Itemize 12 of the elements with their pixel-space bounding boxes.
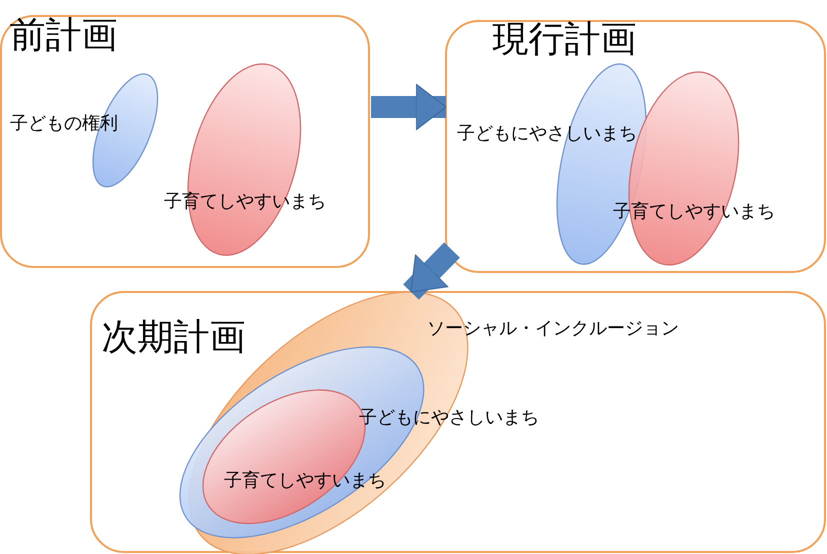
ellipse-label: 子どもにやさしいまち [457, 122, 637, 145]
block-arrow [403, 242, 460, 300]
plan-panel [90, 291, 826, 553]
plan-panel [0, 15, 370, 268]
ellipse-label: ソーシャル・インクルージョン [426, 318, 679, 340]
block-arrow [371, 84, 446, 130]
panel-heading: 次期計画 [102, 318, 246, 358]
panel-heading: 前計画 [10, 16, 118, 56]
plan-panel [445, 20, 826, 273]
ellipse-label: 子どもの権利 [10, 112, 118, 135]
ellipse-label: 子育てしやすいまち [164, 190, 326, 213]
panel-heading: 現行計画 [492, 20, 636, 60]
